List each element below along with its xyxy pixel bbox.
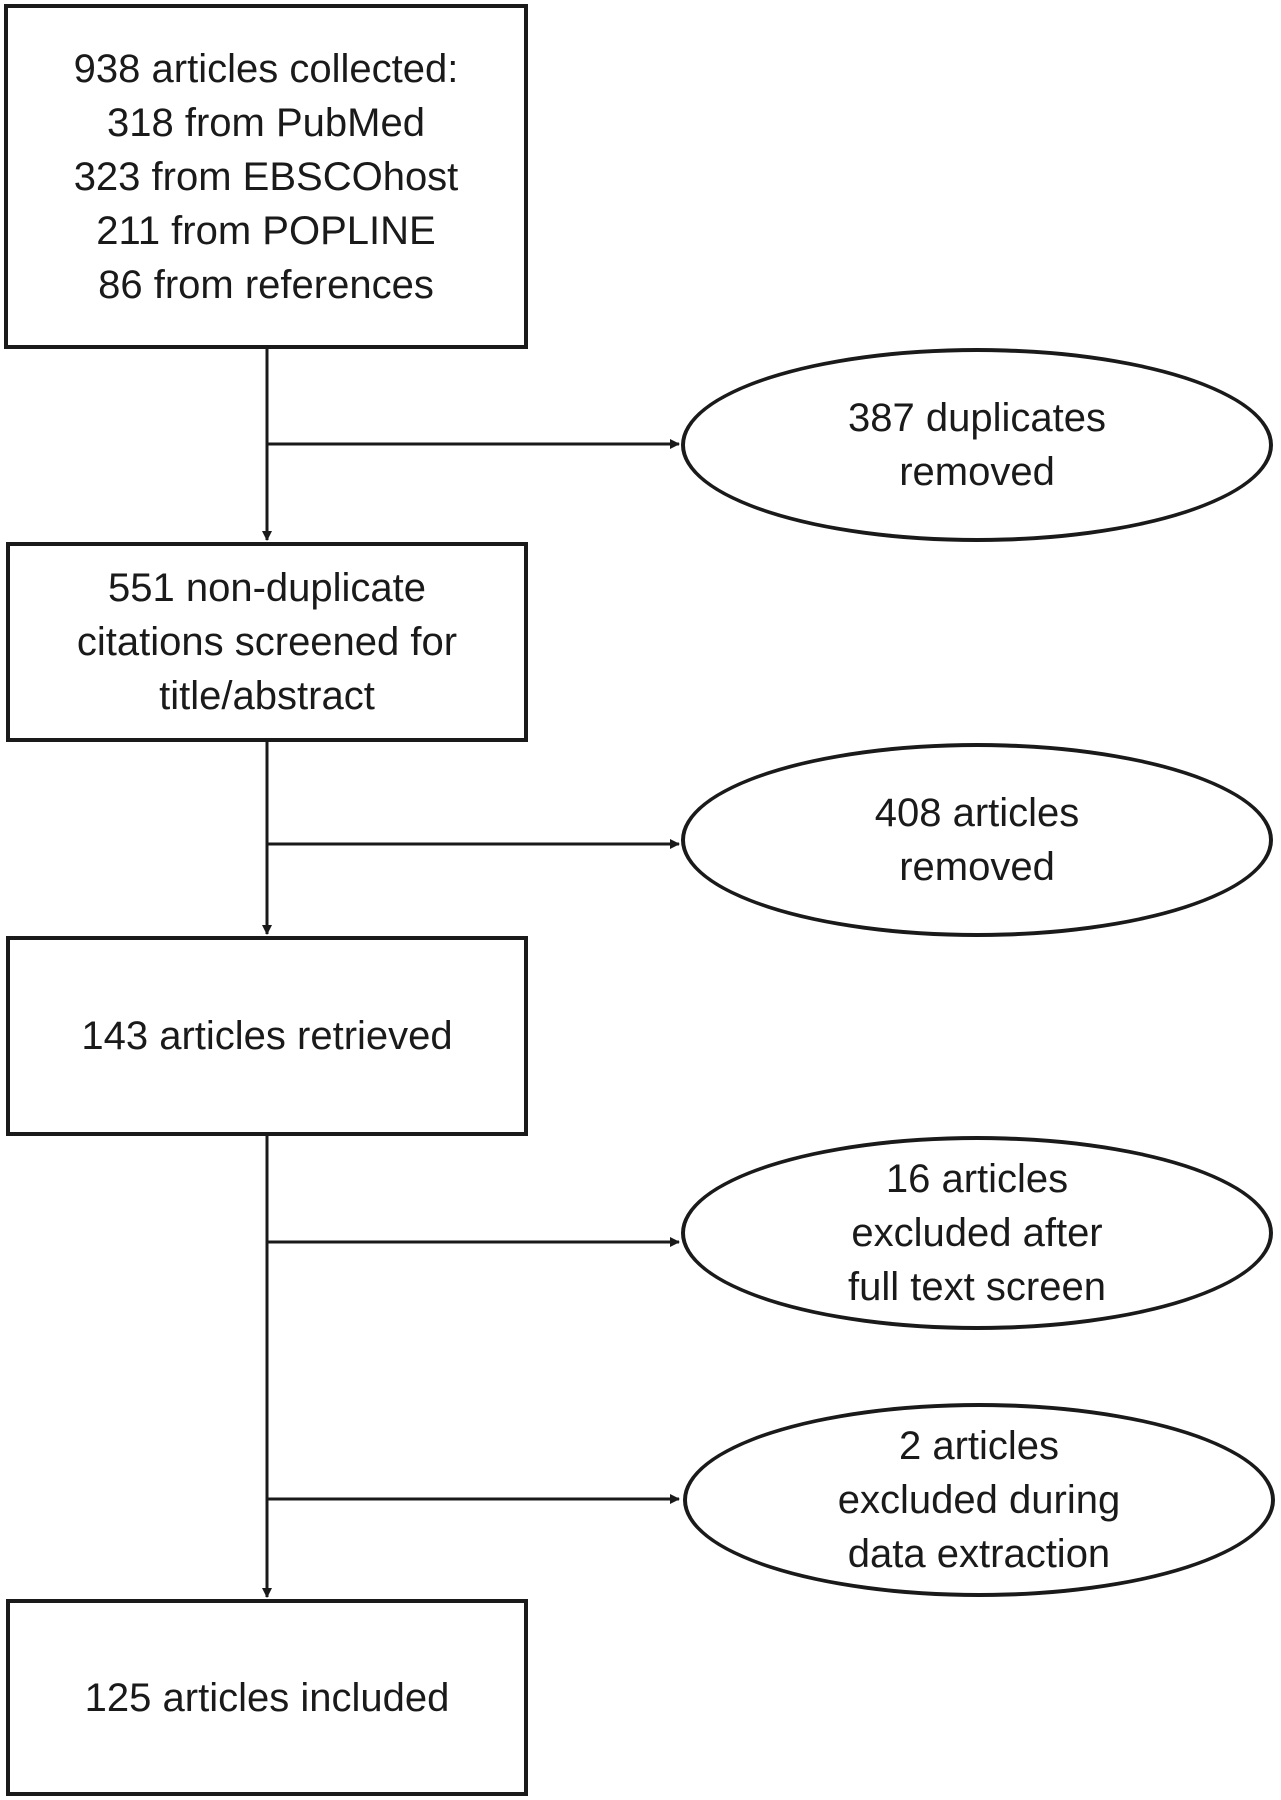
excluded-full-text-line: 16 articles xyxy=(885,1157,1069,1201)
duplicates-removed-line: removed xyxy=(899,450,1055,494)
duplicates-removed-line: 387 duplicates xyxy=(848,396,1106,440)
included-line: 125 articles included xyxy=(84,1675,450,1720)
collected-line: 211 from POPLINE xyxy=(96,208,436,253)
excluded-full-text-line: excluded after xyxy=(851,1211,1103,1255)
retrieved-line: 143 articles retrieved xyxy=(81,1014,453,1058)
excluded-extraction-line: 2 articles xyxy=(898,1424,1060,1468)
articles-removed-oval: 408 articles removed xyxy=(681,743,1273,937)
screened-line: citations screened for xyxy=(76,620,458,664)
screened-line: title/abstract xyxy=(159,674,375,718)
screened-line: 551 non-duplicate xyxy=(107,566,427,610)
excluded-extraction-line: data extraction xyxy=(847,1532,1111,1576)
excluded-full-text-line: full text screen xyxy=(848,1265,1106,1309)
duplicates-removed-oval: 387 duplicates removed xyxy=(681,348,1273,542)
included-box: 125 articles included xyxy=(6,1599,528,1796)
collected-line: 318 from PubMed xyxy=(107,100,425,145)
collected-box: 938 articles collected: 318 from PubMed … xyxy=(4,4,528,349)
collected-line: 86 from references xyxy=(98,262,434,307)
retrieved-box: 143 articles retrieved xyxy=(6,936,528,1136)
excluded-extraction-oval: 2 articles excluded during data extracti… xyxy=(683,1403,1275,1597)
screened-box: 551 non-duplicate citations screened for… xyxy=(6,542,528,742)
collected-line: 938 articles collected: xyxy=(73,46,459,91)
articles-removed-line: removed xyxy=(899,845,1055,889)
articles-removed-line: 408 articles xyxy=(874,791,1080,835)
collected-line: 323 from EBSCOhost xyxy=(73,154,459,199)
excluded-extraction-line: excluded during xyxy=(837,1478,1121,1522)
excluded-full-text-oval: 16 articles excluded after full text scr… xyxy=(681,1136,1273,1330)
